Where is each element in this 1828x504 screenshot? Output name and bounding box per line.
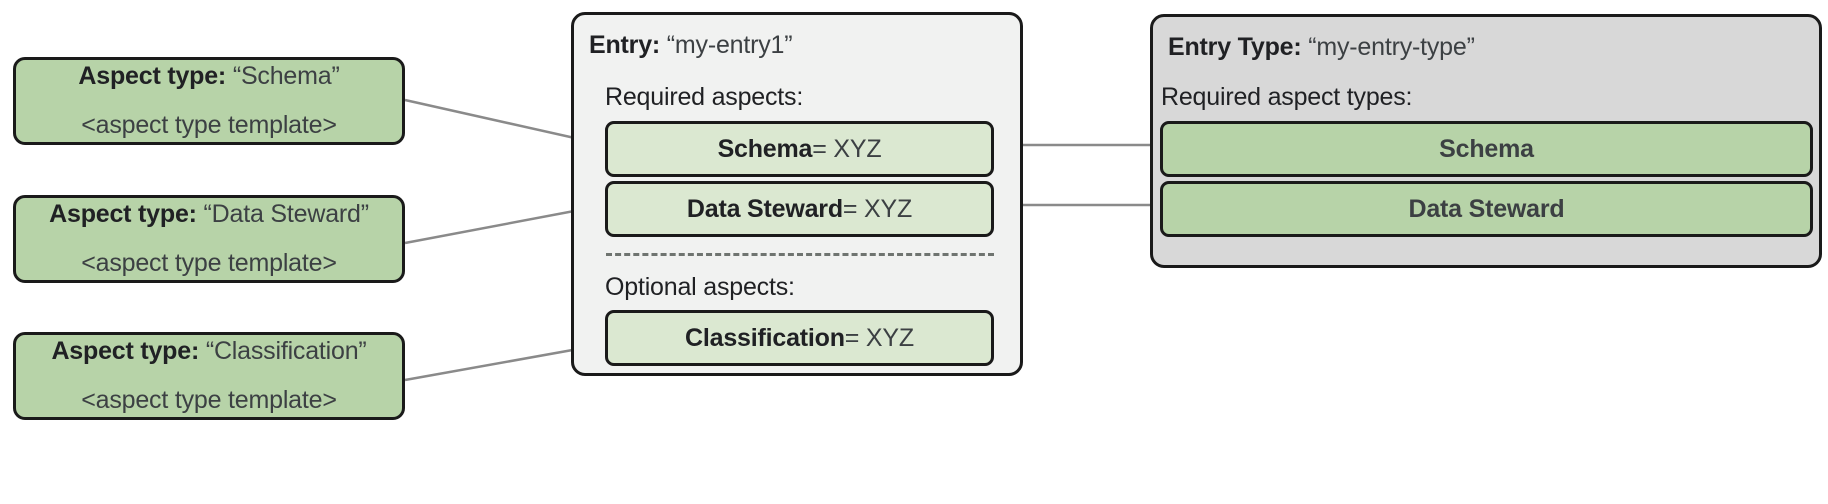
- aspect-type-card-classification[interactable]: Aspect type: “Classification” <aspect ty…: [13, 332, 405, 420]
- aspect-type-card-data-steward[interactable]: Aspect type: “Data Steward” <aspect type…: [13, 195, 405, 283]
- entry-name: “my-entry1”: [666, 31, 793, 59]
- entry-panel-title: Entry: “my-entry1”: [589, 31, 793, 60]
- entry-aspect-data-steward[interactable]: Data Steward = XYZ: [605, 181, 994, 237]
- entry-type-name: “my-entry-type”: [1308, 33, 1475, 61]
- aspect-type-template-text: <aspect type template>: [81, 386, 337, 414]
- entry-type-label: Entry Type:: [1168, 33, 1302, 61]
- entry-type-aspect-schema-name: Schema: [1439, 134, 1534, 163]
- entry-aspect-data-steward-name: Data Steward: [686, 194, 843, 223]
- entry-aspect-classification-name: Classification: [685, 323, 845, 352]
- aspect-type-name: “Data Steward”: [203, 200, 370, 228]
- entry-panel[interactable]: Entry: “my-entry1” Required aspects: Sch…: [571, 12, 1023, 376]
- aspect-type-card-schema-title: Aspect type: “Schema”: [78, 62, 339, 91]
- aspect-type-card-classification-title: Aspect type: “Classification”: [51, 337, 366, 366]
- entry-aspect-classification-value: = XYZ: [844, 323, 914, 352]
- aspect-type-label: Aspect type:: [49, 200, 197, 228]
- aspect-type-card-schema[interactable]: Aspect type: “Schema” <aspect type templ…: [13, 57, 405, 145]
- aspect-type-label: Aspect type:: [78, 62, 227, 90]
- entry-aspect-schema-name: Schema: [717, 134, 813, 163]
- entry-type-aspect-schema[interactable]: Schema: [1160, 121, 1813, 177]
- required-aspects-heading: Required aspects:: [605, 83, 804, 111]
- required-aspect-types-heading: Required aspect types:: [1161, 83, 1413, 111]
- aspect-type-name: “Schema”: [232, 62, 340, 90]
- aspect-type-template-text: <aspect type template>: [81, 111, 337, 139]
- entry-type-panel[interactable]: Entry Type: “my-entry-type” Required asp…: [1150, 14, 1822, 268]
- entry-aspect-schema[interactable]: Schema = XYZ: [605, 121, 994, 177]
- entry-type-aspect-data-steward-name: Data Steward: [1408, 194, 1565, 223]
- entry-aspect-classification[interactable]: Classification = XYZ: [605, 310, 994, 366]
- aspect-type-card-data-steward-title: Aspect type: “Data Steward”: [49, 200, 369, 229]
- entry-aspect-schema-value: = XYZ: [812, 134, 882, 163]
- entry-label: Entry:: [589, 31, 661, 59]
- aspect-type-label: Aspect type:: [51, 337, 200, 365]
- required-optional-divider: [606, 253, 994, 256]
- entry-type-aspect-data-steward[interactable]: Data Steward: [1160, 181, 1813, 237]
- entry-aspect-data-steward-value: = XYZ: [842, 194, 913, 223]
- entry-type-panel-title: Entry Type: “my-entry-type”: [1168, 33, 1475, 62]
- optional-aspects-heading: Optional aspects:: [605, 273, 795, 301]
- aspect-type-template-text: <aspect type template>: [81, 249, 337, 277]
- aspect-type-name: “Classification”: [205, 337, 367, 365]
